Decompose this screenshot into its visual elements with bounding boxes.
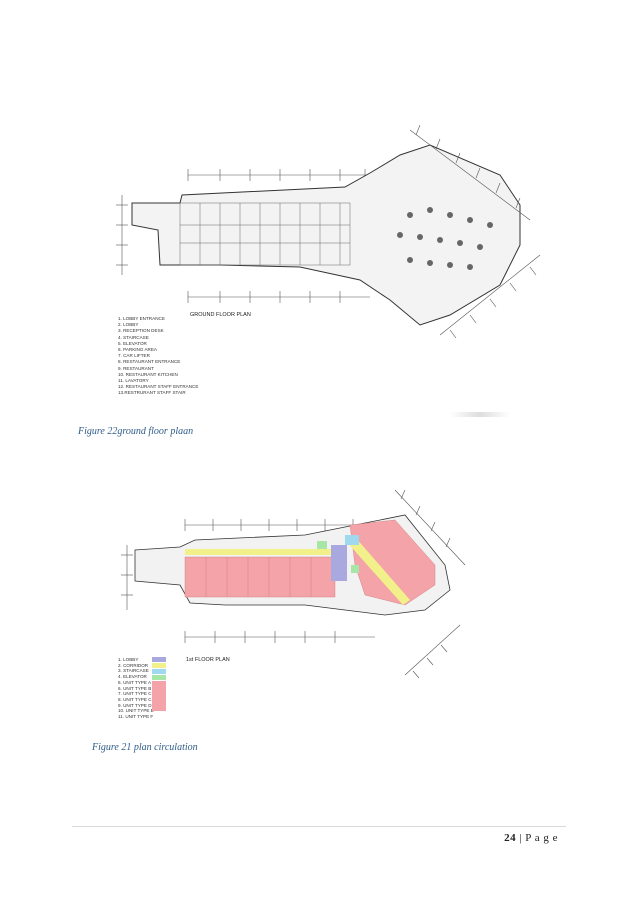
lobby-swatch [152, 657, 166, 662]
legend-item: 6. UNIT TYPE B [118, 685, 152, 691]
legend-item: 5. ELEVATOR [118, 340, 147, 346]
legend-item: 7. CAR LIFTER [118, 353, 150, 359]
footer-separator: | [519, 832, 523, 844]
first-floor-circulation-drawing [121, 489, 466, 679]
page-footer: 24 | P a g e [504, 832, 558, 844]
ground-floor-plan-title: GROUND FLOOR PLAN [190, 312, 251, 318]
legend-item: 9. UNIT TYPE D [118, 702, 152, 708]
legend-item: 11. LAVATORY [118, 378, 149, 384]
legend-item: 13.RESTRURANT STAFF STAIR [118, 390, 186, 396]
legend-item: 5. UNIT TYPE A [118, 679, 152, 685]
ground-floor-plan-drawing [116, 125, 541, 339]
first-floor-legend: 1. LOBBY 2. CORRIDOR 3. STAIRCASE 4. ELE… [118, 657, 154, 720]
page-number: 24 [504, 832, 517, 844]
units-swatch [152, 681, 166, 711]
legend-item: 2. LOBBY [118, 322, 139, 328]
legend-item: 6. PARKING AREA [118, 347, 157, 353]
legend-item: 10. UNIT TYPE E [118, 708, 154, 714]
legend-item: 4. STAIRCASE [118, 334, 149, 340]
figure-caption: Figure 21 plan circulation [92, 742, 198, 753]
legend-item: 2. CORRIDOR [118, 662, 149, 668]
legend-item: 1. LOBBY ENTRANCE [118, 316, 165, 321]
corridor-swatch [152, 663, 166, 668]
legend-item: 11. UNIT TYPE F [118, 714, 154, 720]
legend-item: 7. UNIT TYPE C [118, 691, 152, 697]
scan-smudge [450, 412, 510, 417]
legend-item: 1. LOBBY [118, 657, 139, 662]
staircase-swatch [152, 669, 166, 674]
legend-item: 8. RESTAURANT ENTRANCE [118, 359, 181, 365]
footer-divider [72, 826, 566, 827]
page-label: P a g e [525, 832, 558, 844]
legend-item: 9. RESTAURANT [118, 365, 154, 371]
legend-item: 3. RECEPTION DESK [118, 328, 164, 334]
ground-floor-legend: 1. LOBBY ENTRANCE 2. LOBBY 3. RECEPTION … [118, 316, 198, 397]
legend-item: 3. STAIRCASE [118, 668, 149, 674]
legend-item: 10. RESTAURANT KITCHEN [118, 371, 178, 377]
legend-item: 12. RESTAURANT STAFF ENTRANCE [118, 384, 199, 390]
first-floor-plan-title: 1st FLOOR PLAN [186, 657, 230, 663]
legend-item: 4. ELEVATOR [118, 674, 147, 680]
elevator-swatch [152, 675, 166, 680]
legend-item: 8. UNIT TYPE C [118, 696, 152, 702]
figure-caption: Figure 22ground floor plaan [78, 426, 194, 437]
